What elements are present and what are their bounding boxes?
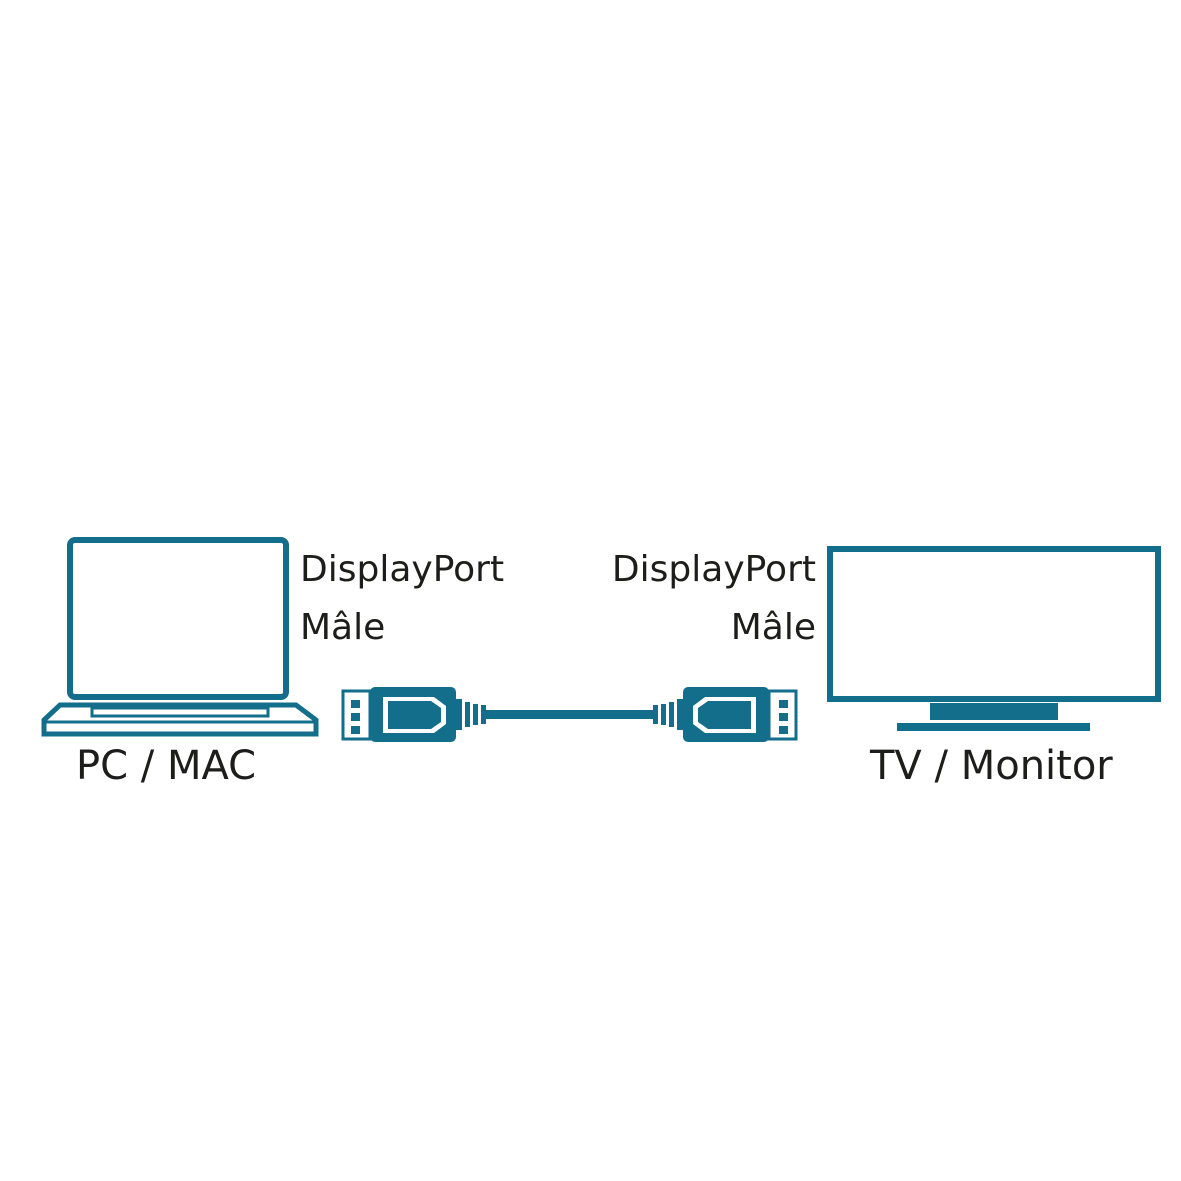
right-connector-line2: Mâle xyxy=(730,607,816,648)
left-connector-line1: DisplayPort xyxy=(300,549,505,590)
left-plug-icon xyxy=(341,687,486,742)
tv-monitor-label: TV / Monitor xyxy=(870,743,1113,789)
monitor-stand-neck xyxy=(930,703,1058,720)
left-connector-line2: Mâle xyxy=(300,607,386,648)
laptop-icon xyxy=(41,537,319,737)
displayport-cable-icon xyxy=(341,687,798,742)
laptop-screen xyxy=(67,537,289,700)
monitor-icon xyxy=(827,546,1161,731)
right-plug-icon xyxy=(653,687,798,742)
monitor-screen xyxy=(827,546,1161,702)
laptop-base xyxy=(41,702,319,737)
laptop-keyboard xyxy=(90,706,270,718)
right-connector-line1: DisplayPort xyxy=(611,549,816,590)
cable-wire xyxy=(484,710,656,719)
pc-mac-label: PC / MAC xyxy=(76,743,257,789)
monitor-stand-base xyxy=(897,723,1090,731)
